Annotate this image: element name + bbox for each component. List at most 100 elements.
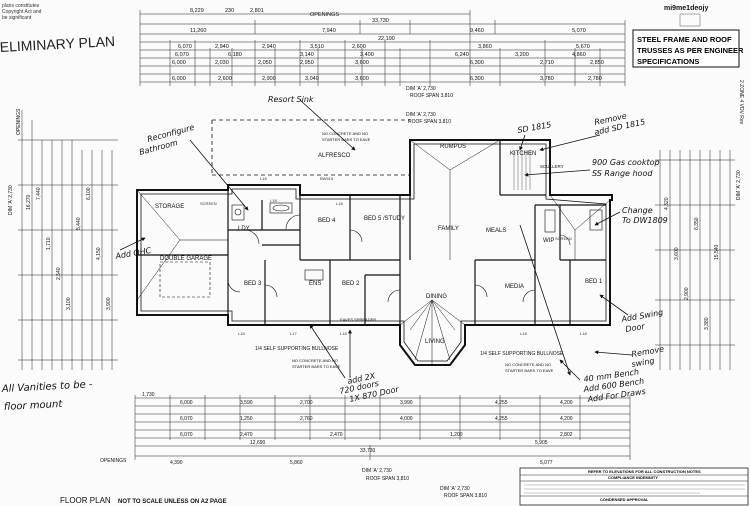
svg-text:6,000: 6,000 [180, 400, 193, 406]
room-scullery: SCULLERY [540, 164, 564, 169]
row3-dim-5: 2,600 [352, 44, 366, 50]
row4-dim-1: 6,070 [175, 52, 189, 58]
copyright-note: plans constitutes Copyright Act and be s… [2, 3, 42, 21]
steel-frame-note-box: STEEL FRAME AND ROOF TRUSSES AS PER ENGI… [632, 29, 744, 68]
left-dim-a: DIM 'A' 2,730 [8, 185, 14, 215]
svg-text:1,200: 1,200 [450, 432, 463, 438]
row6-dim-7: 3,780 [540, 76, 554, 82]
page-title: ELIMINARY PLAN [0, 33, 115, 55]
roof-dim-a-bot: DIM 'A' 2,730 [362, 468, 392, 474]
steel-box-line-3: SPECIFICATIONS [637, 57, 699, 66]
arrow-ohc [119, 237, 146, 251]
second-row-dim: 22,190 [378, 36, 395, 42]
logo-stamp [679, 13, 701, 27]
arrow-sd-1815 [519, 134, 526, 151]
concrete-note-4: STARTER BARS TO EAVE [505, 368, 554, 373]
svg-text:L17: L17 [290, 331, 297, 336]
hw-resort-sink: Resort Sink [268, 95, 314, 104]
room-bed3: BED 3 [244, 281, 262, 287]
svg-text:SCREEN: SCREEN [200, 201, 217, 206]
kitchen-hatching [513, 150, 531, 190]
svg-text:6,070: 6,070 [180, 416, 193, 422]
concrete-note-1: NO CONCRETE AND NO [292, 358, 338, 363]
hw-range-hood: SS Range hood [592, 169, 653, 178]
right-dim-6: 15,540 [714, 244, 720, 260]
copyright-line-1: plans constitutes [2, 3, 40, 9]
left-dim-4: 2,540 [56, 267, 62, 280]
bottom-dimension-labels: 1,730 6,000 3,590 2,700 3,990 4,255 4,20… [100, 392, 573, 466]
room-living: LIVING [425, 339, 445, 345]
roof-span-bot: ROOF SPAN 3,810 [366, 476, 409, 482]
row4-dim-2: 6,180 [228, 52, 242, 58]
right-dim-5: 3,380 [704, 317, 710, 330]
concrete-note-top-2: STARTER BARS TO EAVE [322, 137, 371, 142]
roof-span-top: ROOF SPAN 3,810 [410, 93, 453, 99]
row3-dim-1: 6,070 [178, 44, 192, 50]
left-dim-8: 4,150 [96, 247, 102, 260]
left-dim-6: 5,440 [76, 217, 82, 230]
row3-dim-7: 5,670 [576, 44, 590, 50]
left-dimension-chains [18, 110, 118, 370]
roof-dim-a-top: DIM 'A' 2,730 [406, 86, 436, 92]
floor-plan-title: FLOOR PLAN [60, 496, 111, 505]
bullnose-left: 1/4 SELF SUPPORTING BULLNOSE [255, 346, 339, 352]
copyright-line-2: Copyright Act and [2, 9, 42, 15]
svg-text:4,200: 4,200 [560, 416, 573, 422]
svg-text:5,860: 5,860 [290, 460, 303, 466]
left-dimension-labels: OPENINGS 16,270 7,440 1,710 2,540 3,100 … [8, 108, 112, 310]
row5-dim-2: 2,030 [215, 60, 229, 66]
bottom-dimension-chains [134, 395, 631, 460]
bottom-row-dim-1: 12,690 [250, 440, 266, 446]
row5-dim-3: 2,050 [258, 60, 272, 66]
row3-dim-3: 2,940 [262, 44, 276, 50]
row5-dim-4: 2,950 [300, 60, 314, 66]
row5-dim-7: 2,710 [540, 60, 554, 66]
svg-text:3,990: 3,990 [400, 400, 413, 406]
floor-plan-scale-note: NOT TO SCALE UNLESS ON A2 PAGE [118, 499, 227, 505]
car-space [159, 261, 211, 298]
top-dim-1: 8,229 [190, 8, 204, 14]
svg-text:4,255: 4,255 [495, 400, 508, 406]
hw-swing: swing [631, 356, 655, 369]
tub-drain-icon [234, 208, 242, 216]
row5-dim-5: 3,600 [355, 60, 369, 66]
compliance-title: REFER TO ELEVATIONS FOR ALL CONSTRUCTION… [588, 469, 701, 474]
bath-fixture [269, 202, 293, 214]
roof-dim-a-bot2: DIM 'A' 2,730 [440, 486, 470, 492]
svg-text:L18: L18 [580, 331, 587, 336]
row5-dim-8: 2,850 [590, 60, 604, 66]
room-bed2: BED 2 [342, 281, 360, 287]
pantry-shelf [544, 209, 556, 233]
beam-tags: L18 BW515 L18 L18 SCREEN L18 L17 L18 L18… [200, 176, 587, 336]
arrow-720-doors-1 [309, 324, 346, 379]
roof-span-bot2: ROOF SPAN 3,810 [444, 493, 487, 499]
svg-text:L18: L18 [260, 176, 267, 181]
arrow-resort-sink [299, 99, 356, 151]
row6-dim-4: 3,040 [305, 76, 319, 82]
top-dim-3: 2,801 [250, 8, 264, 14]
top-dimension-labels: 8,229 230 2,801 OPENINGS 33,730 11,260 7… [172, 8, 604, 82]
left-dim-7: 6,100 [86, 187, 92, 200]
row6-dim-5: 3,600 [355, 76, 369, 82]
right-dim-4: 6,350 [694, 217, 700, 230]
left-dim-1: 16,270 [26, 194, 32, 210]
laundry-tub [231, 204, 245, 221]
row4-dim-3: 3,140 [300, 52, 314, 58]
copyright-line-3: be significant [2, 15, 32, 21]
room-labels: ALFRESCO RUMPUS KITCHEN STORAGE LDY BED … [155, 144, 603, 345]
left-openings: OPENINGS [16, 108, 22, 135]
room-alfresco: ALFRESCO [318, 153, 351, 159]
steel-box-line-1: STEEL FRAME AND ROOF [637, 35, 732, 44]
row3-dim-6: 3,860 [478, 44, 492, 50]
right-dim-2: 3,600 [674, 247, 680, 260]
row6-dim-3: 2,900 [262, 76, 276, 82]
bottom-openings: OPENINGS [100, 458, 127, 464]
ens-vanity [304, 269, 324, 281]
row3-dim-4: 3,510 [310, 44, 324, 50]
svg-text:L18: L18 [340, 331, 347, 336]
svg-text:1,250: 1,250 [240, 416, 253, 422]
room-ldy: LDY [238, 226, 250, 232]
top-row-dim-3: 9,460 [470, 28, 484, 34]
top-dimension-chains [140, 13, 625, 83]
